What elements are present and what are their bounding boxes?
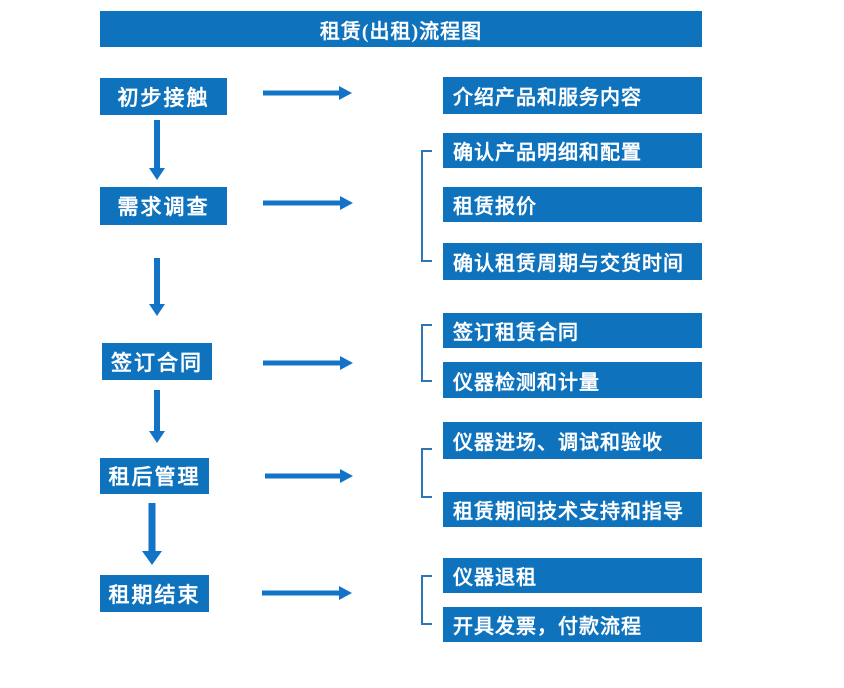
stage-box-contract-signing: 签订合同 xyxy=(102,343,212,380)
output-box-invoice-payment: 开具发票，付款流程 xyxy=(443,607,702,642)
arrow-down-icon xyxy=(149,258,165,316)
flowchart-title: 租赁(出租)流程图 xyxy=(100,11,702,47)
group-bracket-demand-survey xyxy=(421,150,432,262)
output-box-confirm-product-details: 确认产品明细和配置 xyxy=(443,133,702,168)
stage-box-initial-contact: 初步接触 xyxy=(100,78,227,115)
output-box-rental-quotation: 租赁报价 xyxy=(443,187,702,222)
arrow-right-icon xyxy=(262,586,352,600)
group-bracket-contract-signing xyxy=(421,324,432,382)
arrow-right-icon xyxy=(263,86,352,100)
output-box-instrument-return: 仪器退租 xyxy=(443,558,702,593)
arrow-down-icon xyxy=(142,503,162,565)
stage-box-lease-end: 租期结束 xyxy=(100,575,209,612)
arrow-down-icon xyxy=(149,390,165,443)
output-box-confirm-period-delivery: 确认租赁周期与交货时间 xyxy=(443,243,702,280)
arrow-right-icon xyxy=(263,356,353,370)
output-box-instrument-testing-metering: 仪器检测和计量 xyxy=(443,362,702,398)
stage-box-demand-survey: 需求调查 xyxy=(100,187,227,225)
arrow-right-icon xyxy=(263,196,353,210)
group-bracket-lease-end xyxy=(421,575,432,625)
output-box-instrument-setup-acceptance: 仪器进场、调试和验收 xyxy=(443,422,702,459)
output-box-introduce-products-services: 介绍产品和服务内容 xyxy=(443,77,702,114)
group-bracket-post-rental xyxy=(421,448,432,498)
arrow-right-icon xyxy=(265,469,353,483)
output-box-sign-rental-contract: 签订租赁合同 xyxy=(443,313,702,348)
output-box-rental-tech-support: 租赁期间技术支持和指导 xyxy=(443,492,702,527)
stage-box-post-rental-management: 租后管理 xyxy=(100,458,209,494)
arrow-down-icon xyxy=(149,120,165,180)
